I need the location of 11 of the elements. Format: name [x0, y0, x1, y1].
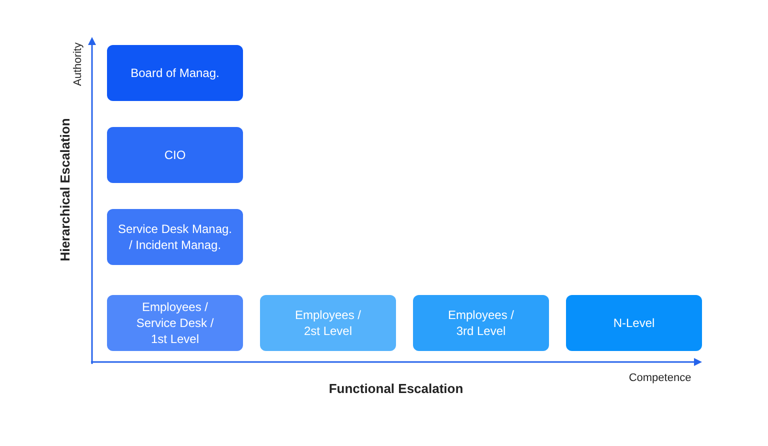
- level-box: N-Level: [566, 295, 702, 351]
- level-box: Employees / 3rd Level: [413, 295, 549, 351]
- axis-label: Competence: [628, 371, 692, 386]
- axis-label: Hierarchical Escalation: [56, 117, 74, 264]
- level-box: Employees / Service Desk / 1st Level: [107, 295, 243, 351]
- level-box: Employees / 2st Level: [260, 295, 396, 351]
- level-box: CIO: [107, 127, 243, 183]
- level-box: Service Desk Manag. / Incident Manag.: [107, 209, 243, 265]
- level-box: Board of Manag.: [107, 45, 243, 101]
- axis-label: Authority: [70, 42, 85, 88]
- axis-label: Functional Escalation: [328, 380, 464, 398]
